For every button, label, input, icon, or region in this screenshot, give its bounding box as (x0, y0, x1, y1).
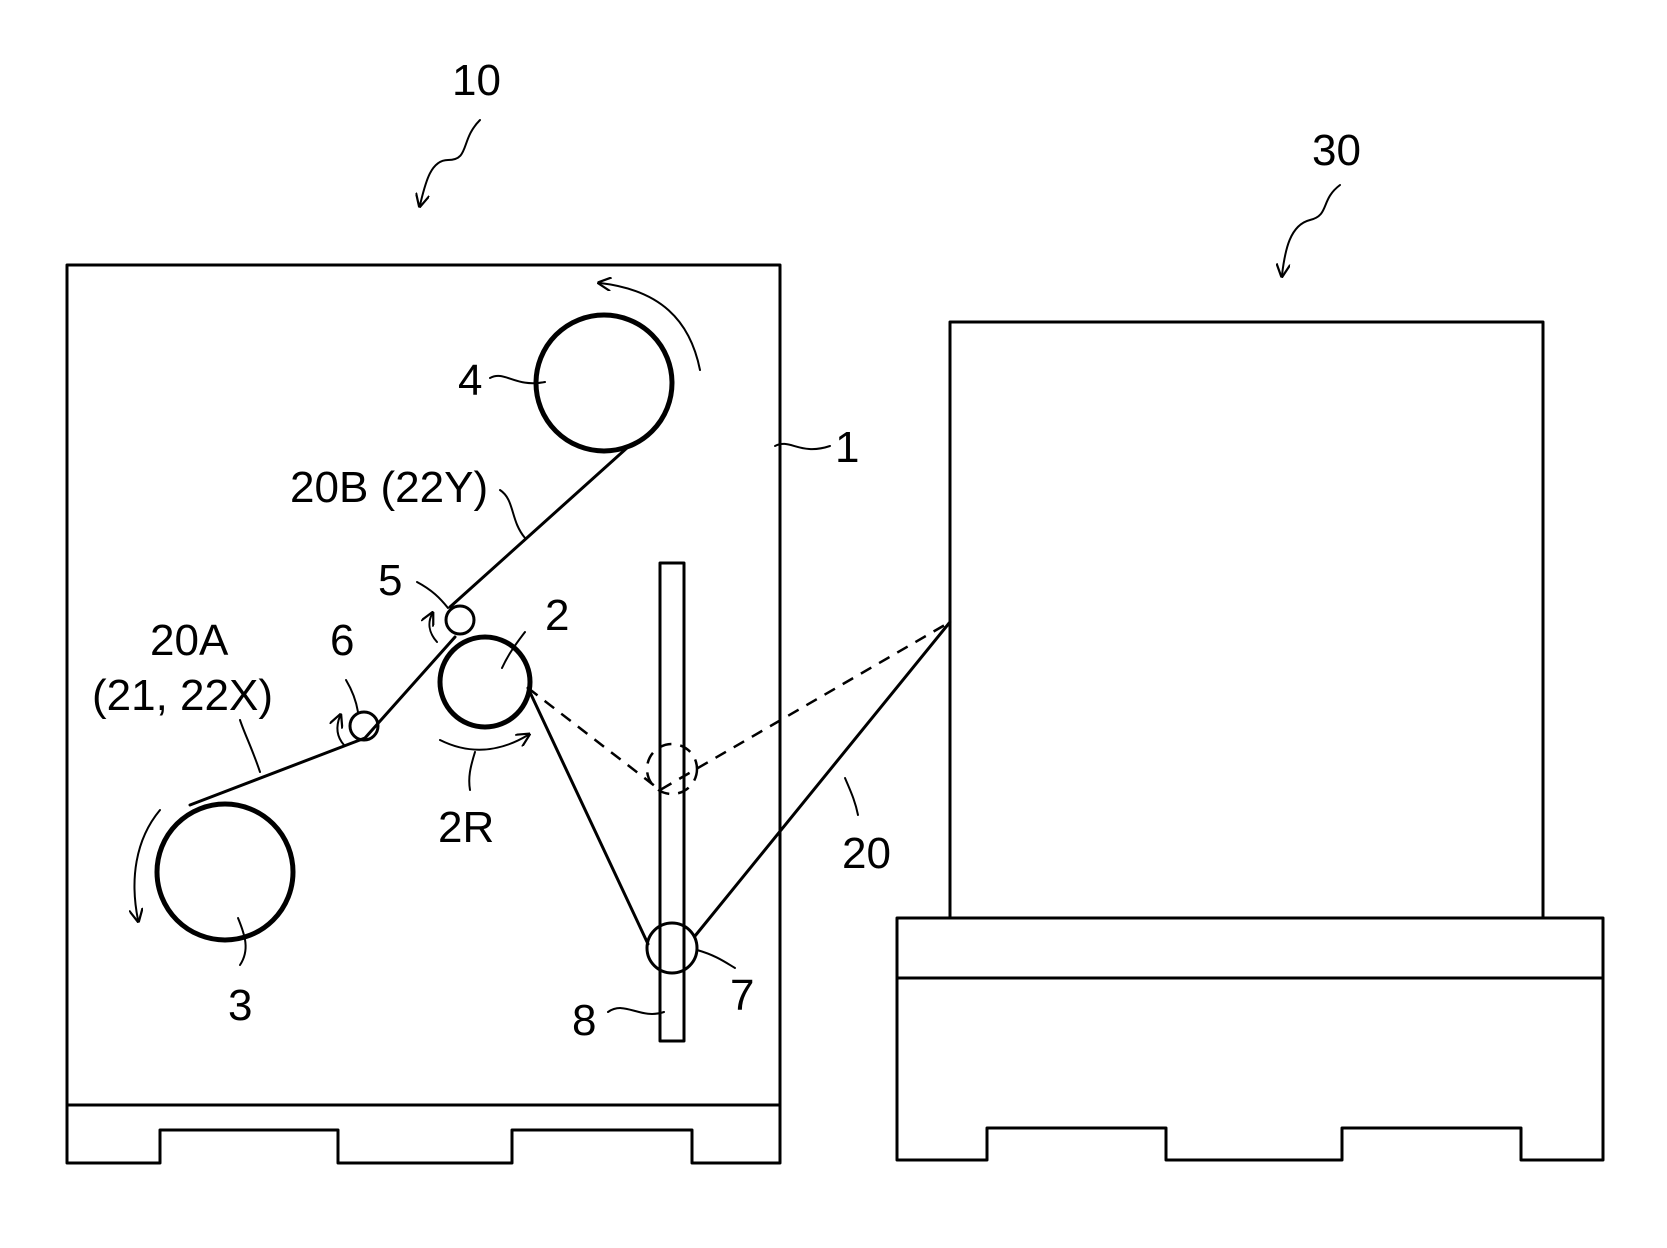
label-20a-line2: (21, 22X) (92, 671, 273, 720)
label-4: 4 (458, 356, 482, 405)
film-20-alt-path (528, 622, 950, 790)
roller-6-rotation-arrow (337, 716, 344, 745)
label-20a-line1: 20A (150, 616, 229, 665)
leader-20a (240, 720, 260, 772)
rail-8 (660, 563, 684, 1041)
label-6: 6 (330, 616, 354, 665)
film-20 (528, 622, 950, 944)
roll-4 (536, 315, 672, 451)
roll-2 (440, 637, 530, 727)
device-30 (897, 322, 1603, 1160)
label-30: 30 (1312, 126, 1361, 175)
roller-5 (446, 606, 474, 634)
label-8: 8 (572, 996, 596, 1045)
roller-7 (647, 923, 697, 973)
leader-8 (608, 1008, 664, 1014)
leader-10 (420, 120, 480, 205)
device-30-platform-base (897, 978, 1603, 1160)
leader-2r (469, 752, 475, 790)
label-3: 3 (228, 981, 252, 1030)
leader-7 (697, 950, 735, 968)
label-20b: 20B (22Y) (290, 463, 488, 512)
leader-20b (500, 490, 525, 538)
leader-1 (775, 444, 830, 449)
label-1: 1 (835, 423, 859, 472)
label-5: 5 (378, 556, 402, 605)
device-10-base (67, 1105, 780, 1163)
label-2r: 2R (438, 803, 494, 852)
label-2: 2 (545, 591, 569, 640)
device-30-platform-top (897, 918, 1603, 978)
device-30-body (950, 322, 1543, 918)
roll-2r-rotation-arrow (440, 735, 528, 750)
roller-7-alt-position (647, 744, 697, 794)
leader-6 (346, 680, 358, 712)
roll-3 (157, 804, 293, 940)
label-7: 7 (730, 971, 754, 1020)
leader-30 (1282, 185, 1340, 275)
leader-3 (238, 918, 246, 965)
roll-4-rotation-arrow (600, 283, 700, 370)
film-20a (190, 637, 455, 805)
leader-20 (845, 778, 858, 815)
label-20: 20 (842, 829, 891, 878)
label-10: 10 (452, 56, 501, 105)
roller-5-rotation-arrow (429, 614, 437, 642)
leader-5 (417, 582, 448, 608)
